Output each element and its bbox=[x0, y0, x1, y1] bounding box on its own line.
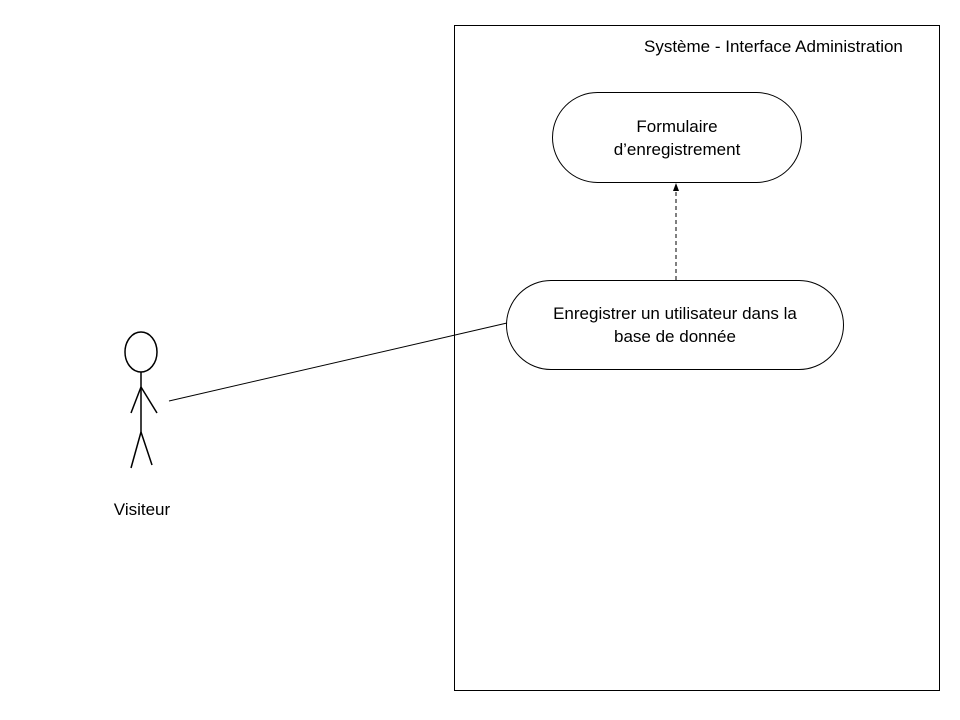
actor-label: Visiteur bbox=[113, 500, 171, 519]
actor-head bbox=[124, 331, 158, 373]
actor-right-arm bbox=[140, 386, 158, 414]
actor-left-arm bbox=[130, 386, 142, 414]
use-case-form-label: Formulaire d’enregistrement bbox=[613, 117, 741, 159]
use-case-register-ellipse[interactable] bbox=[506, 280, 844, 370]
use-case-form-ellipse[interactable] bbox=[552, 92, 802, 183]
actor-figure[interactable] bbox=[124, 331, 158, 469]
actor-right-leg bbox=[140, 431, 153, 466]
association-line bbox=[168, 322, 508, 402]
system-title: Système - Interface Administration bbox=[644, 37, 903, 56]
system-boundary bbox=[454, 25, 940, 691]
use-case-register-label: Enregistrer un utilisateur dans la base … bbox=[553, 304, 797, 346]
actor-left-leg bbox=[130, 431, 142, 469]
